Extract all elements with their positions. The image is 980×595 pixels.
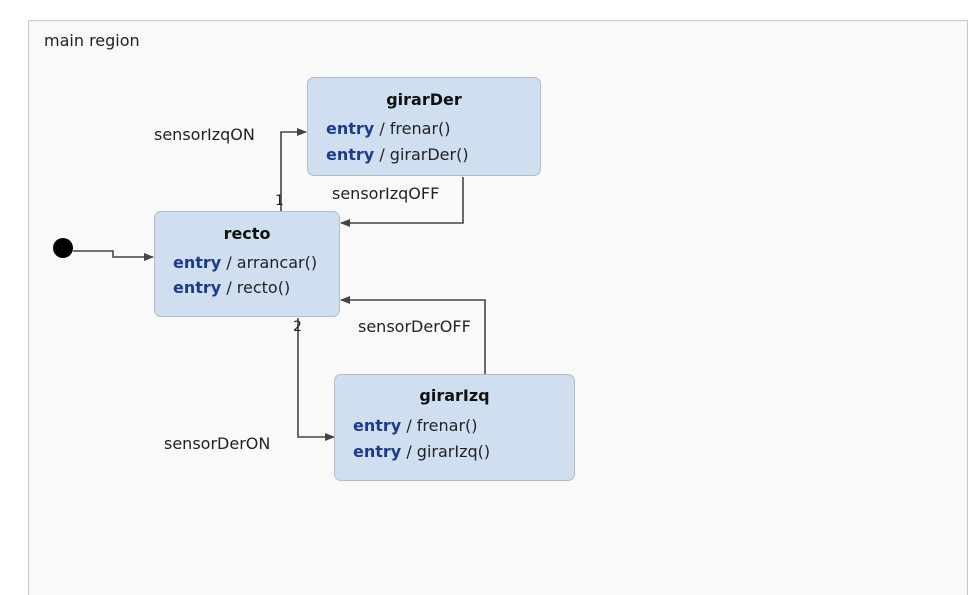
action-text: / frenar() — [406, 416, 478, 435]
entry-keyword: entry — [353, 442, 402, 461]
action-text: / arrancar() — [226, 253, 318, 272]
state-girarDer[interactable]: girarDer entry / frenar() entry / girarD… — [307, 77, 541, 176]
action-text: / frenar() — [379, 119, 451, 138]
entry-keyword: entry — [173, 253, 222, 272]
entry-keyword: entry — [353, 416, 402, 435]
region-title: main region — [44, 31, 140, 50]
entry-keyword: entry — [326, 145, 375, 164]
edge-sensorIzqOFF[interactable] — [340, 177, 464, 227]
entry-keyword: entry — [173, 278, 222, 297]
edge-sensorDerOFF[interactable] — [340, 296, 486, 374]
entry-action: entry / girarDer() — [326, 145, 469, 164]
initial-state-node[interactable] — [53, 238, 73, 258]
entry-action: entry / girarIzq() — [353, 442, 490, 461]
action-text: / girarIzq() — [406, 442, 491, 461]
entry-action: entry / arrancar() — [173, 253, 317, 272]
edge-sensorIzqON[interactable] — [280, 128, 307, 211]
edge-sensorDerON[interactable] — [297, 318, 335, 441]
action-text: / recto() — [226, 278, 291, 297]
state-girarIzq[interactable]: girarIzq entry / frenar() entry / girarI… — [334, 374, 575, 481]
transition-label-sensorDerOFF[interactable]: sensorDerOFF — [358, 317, 471, 336]
entry-keyword: entry — [326, 119, 375, 138]
transition-priority-2: 2 — [293, 319, 302, 335]
entry-action: entry / recto() — [173, 278, 290, 297]
state-name: recto — [223, 224, 271, 243]
action-text: / girarDer() — [379, 145, 469, 164]
entry-action: entry / frenar() — [353, 416, 478, 435]
transition-label-sensorIzqON[interactable]: sensorIzqON — [154, 125, 255, 144]
state-name: girarDer — [386, 90, 462, 109]
entry-action: entry / frenar() — [326, 119, 451, 138]
edge-initial-to-recto[interactable] — [73, 250, 154, 261]
transition-priority-1: 1 — [275, 193, 284, 209]
state-recto[interactable]: recto entry / arrancar() entry / recto() — [154, 211, 340, 317]
state-name: girarIzq — [419, 386, 490, 405]
transition-label-sensorIzqOFF[interactable]: sensorIzqOFF — [332, 184, 440, 203]
transition-label-sensorDerON[interactable]: sensorDerON — [164, 434, 271, 453]
